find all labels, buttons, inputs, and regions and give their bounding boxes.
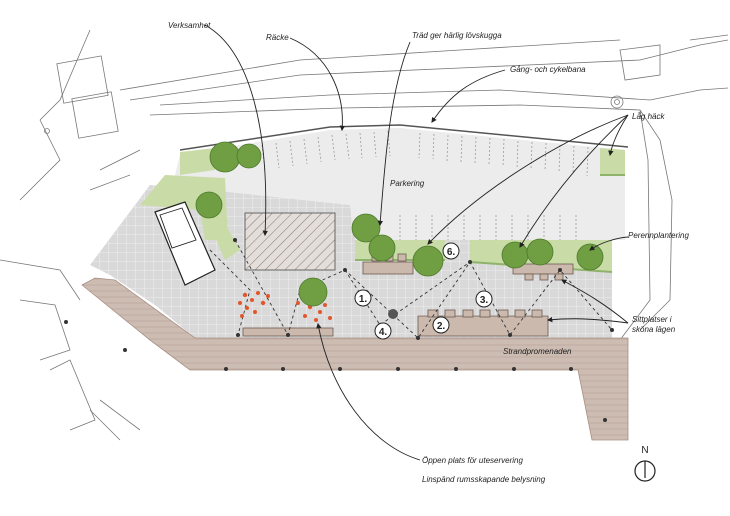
seating [242, 253, 574, 337]
annotation-arrows [204, 24, 629, 461]
label-oppen: Öppen plats för uteservering [422, 456, 523, 465]
railing [179, 124, 629, 151]
marker-4: 4. [374, 322, 392, 340]
label-lag-hack: Låg häck [632, 112, 665, 121]
boardwalk [81, 277, 629, 441]
label-perenn: Perennplantering [628, 231, 689, 240]
svg-text:1.: 1. [359, 294, 368, 305]
flower-beds [238, 291, 332, 322]
svg-text:2.: 2. [437, 321, 446, 332]
context-lines [0, 29, 729, 441]
label-verksamhet: Verksamhet [168, 21, 211, 30]
parking-stripes [261, 130, 589, 240]
svg-text:3.: 3. [480, 295, 489, 306]
marker-2: 2. [432, 316, 450, 334]
label-racke: Räcke [266, 33, 289, 42]
label-trad: Träd ger härlig lövskugga [412, 31, 502, 40]
trees [195, 141, 604, 307]
sculpture [388, 309, 398, 319]
string-lights [209, 239, 613, 339]
parking-area [175, 128, 625, 240]
marker-1: 1. [354, 289, 372, 307]
svg-text:6.: 6. [447, 247, 456, 258]
north-arrow: N [634, 445, 656, 482]
label-parkering: Parkering [390, 179, 425, 188]
building-hatched [244, 212, 336, 271]
label-linspand: Linspänd rumsskapande belysning [422, 475, 546, 484]
business-building [154, 201, 216, 286]
svg-text:4.: 4. [379, 327, 388, 338]
promenade-lights [64, 320, 607, 422]
label-sittplatser: Sittplatser i sköna lägen [632, 315, 676, 334]
label-gang: Gång- och cykelbana [510, 65, 586, 74]
marker-6: 6. [442, 242, 460, 260]
svg-text:N: N [641, 445, 648, 456]
label-strand: Strandpromenaden [503, 347, 572, 356]
marker-3: 3. [475, 290, 493, 308]
